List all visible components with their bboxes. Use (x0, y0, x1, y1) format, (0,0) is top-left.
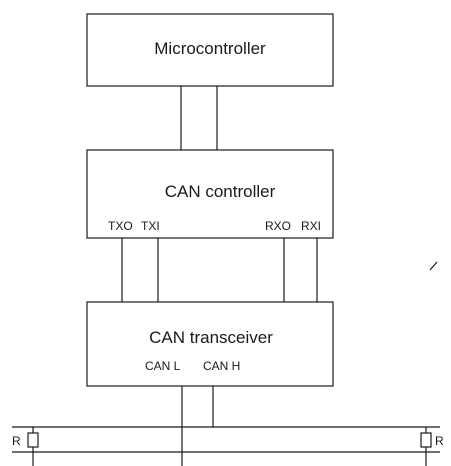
right-resistor-label: R (435, 434, 444, 448)
can-transceiver-box (86, 301, 334, 387)
left-termination-resistor: R (12, 427, 39, 466)
can-transceiver-label: CAN transceiver (149, 328, 273, 347)
left-resistor-body (27, 432, 39, 448)
controller-transceiver-lines (121, 238, 318, 302)
rxi-pin-label: RXI (301, 219, 321, 233)
can-l-pin-label: CAN L (145, 359, 181, 373)
can-controller-box (86, 149, 334, 239)
stray-mark (429, 261, 438, 271)
microcontroller-block: Microcontroller (86, 13, 334, 87)
can-controller-label: CAN controller (165, 182, 276, 201)
can-transceiver-block: CAN transceiver CAN L CAN H (86, 301, 334, 387)
right-termination-resistor: R (420, 427, 444, 466)
txi-pin-label: TXI (141, 219, 160, 233)
can-bus (12, 426, 440, 453)
transceiver-bus-lines (181, 386, 214, 466)
microcontroller-label: Microcontroller (154, 39, 266, 58)
can-h-pin-label: CAN H (203, 359, 240, 373)
txo-pin-label: TXO (108, 219, 133, 233)
microcontroller-box (86, 13, 334, 87)
can-controller-block: CAN controller TXO TXI RXO RXI (86, 149, 334, 239)
mcu-controller-bus (180, 86, 218, 150)
left-resistor-label: R (12, 434, 21, 448)
rxo-pin-label: RXO (265, 219, 291, 233)
right-resistor-body (420, 432, 432, 448)
